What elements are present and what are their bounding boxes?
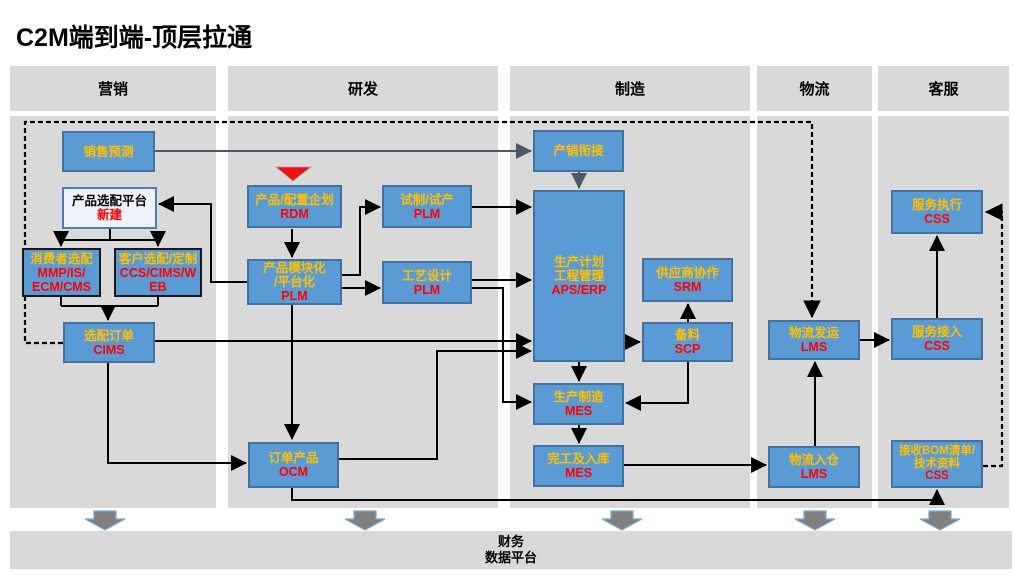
lane-header-service: 客服 (878, 66, 1009, 111)
node-title: 客户选配/定制 (118, 251, 198, 266)
node-title: 生产制造 (553, 390, 604, 404)
node-system: OCM (278, 465, 309, 479)
node-system: CCS/CIMS/W EB (119, 265, 197, 294)
node-process-design-plm: 工艺设计 PLM (382, 261, 472, 304)
node-supplier-collab-srm: 供应商协作 SRM (642, 258, 733, 302)
node-consumer-config: 消费者选配 MMP/IS/ ECM/CMS (22, 248, 101, 297)
node-title: 产销衔接 (553, 144, 604, 158)
lane-down-arrow-marketing (84, 510, 126, 531)
lane-header-logistics: 物流 (757, 66, 872, 111)
node-product-config-platform: 产品选配平台 新建 (62, 187, 157, 229)
lane-down-arrow-logistics (794, 510, 836, 531)
node-title: 供应商协作 (656, 266, 719, 280)
node-title: 服务执行 (911, 198, 962, 212)
node-system: APS/ERP (551, 283, 607, 297)
node-product-planning-rdm: 产品/配置企划 RDM (247, 185, 342, 228)
node-system: SRM (673, 280, 702, 294)
lane-header-marketing: 营销 (10, 66, 216, 111)
footer-line-data-platform: 数据平台 (484, 550, 537, 565)
node-title: 订单产品 (268, 451, 319, 465)
node-system: PLM (413, 206, 441, 221)
node-aps-erp: 生产计划 工程管理 APS/ERP (533, 190, 625, 362)
lane-down-arrow-service (919, 510, 961, 531)
node-system: MES (564, 466, 593, 480)
node-system: CSS (924, 339, 950, 353)
node-trial-production-plm: 试制/试产 PLM (382, 185, 472, 228)
node-title: 工艺设计 (401, 268, 452, 283)
node-manufacturing-mes: 生产制造 MES (533, 383, 624, 425)
node-title: 产品选配平台 (71, 194, 147, 208)
node-system: SCP (674, 342, 701, 356)
footer-line-finance: 财务 (497, 533, 524, 549)
node-receive-bom-css: 接收BOM清单/ 技术资料 CSS (891, 440, 983, 488)
node-material-prep-scp: 备料 SCP (642, 322, 733, 362)
node-system: CIMS (93, 342, 125, 357)
finance-data-platform-band: 财务 数据平台 (10, 531, 1012, 569)
node-title: 销售预测 (83, 144, 134, 159)
node-title: 服务接入 (911, 325, 962, 339)
lane-body-marketing (10, 116, 216, 508)
node-title: 备料 (674, 328, 700, 342)
node-system: 新建 (96, 208, 122, 222)
node-title: 接收BOM清单/ 技术资料 (898, 444, 976, 470)
node-system: MES (564, 404, 593, 418)
node-title: 产品/配置企划 (255, 192, 334, 207)
node-title: 试制/试产 (400, 192, 454, 207)
node-config-order-cims: 选配订单 CIMS (63, 322, 155, 363)
node-completion-mes: 完工及入库 MES (533, 445, 624, 487)
node-system: CSS (924, 212, 950, 226)
node-title: 完工及入库 (547, 452, 610, 466)
lane-header-manufacturing: 制造 (510, 66, 750, 111)
page-title: C2M端到端-顶层拉通 (16, 24, 253, 52)
node-system: PLM (281, 289, 308, 303)
node-system: LMS (800, 340, 828, 354)
node-logistics-ship-lms: 物流发运 LMS (768, 320, 860, 360)
node-service-exec-css: 服务执行 CSS (891, 190, 983, 234)
node-title: 产品模块化 /平台化 (263, 261, 326, 289)
node-system: RDM (280, 206, 309, 221)
node-system: LMS (800, 467, 828, 481)
node-system: MMP/IS/ ECM/CMS (31, 265, 92, 294)
lane-down-arrow-rnd (344, 510, 386, 531)
node-order-product-ocm: 订单产品 OCM (248, 442, 339, 488)
node-product-modular-plm: 产品模块化 /平台化 PLM (247, 259, 342, 305)
node-title: 物流发运 (788, 326, 839, 340)
node-title: 选配订单 (83, 328, 134, 343)
node-title: 物流入仓 (788, 453, 839, 467)
node-title: 消费者选配 (30, 251, 93, 266)
node-prod-sales-link: 产销衔接 (533, 130, 624, 172)
node-system: CSS (925, 470, 949, 483)
lane-header-rnd: 研发 (228, 66, 498, 111)
node-system: PLM (413, 282, 441, 297)
node-title: 生产计划 工程管理 (553, 255, 604, 283)
lane-down-arrow-manufacturing (601, 510, 643, 531)
node-sales-forecast: 销售预测 (62, 131, 155, 172)
node-customer-config: 客户选配/定制 CCS/CIMS/W EB (114, 248, 202, 297)
node-logistics-in-lms: 物流入仓 LMS (768, 446, 860, 488)
node-service-access-css: 服务接入 CSS (891, 318, 983, 360)
